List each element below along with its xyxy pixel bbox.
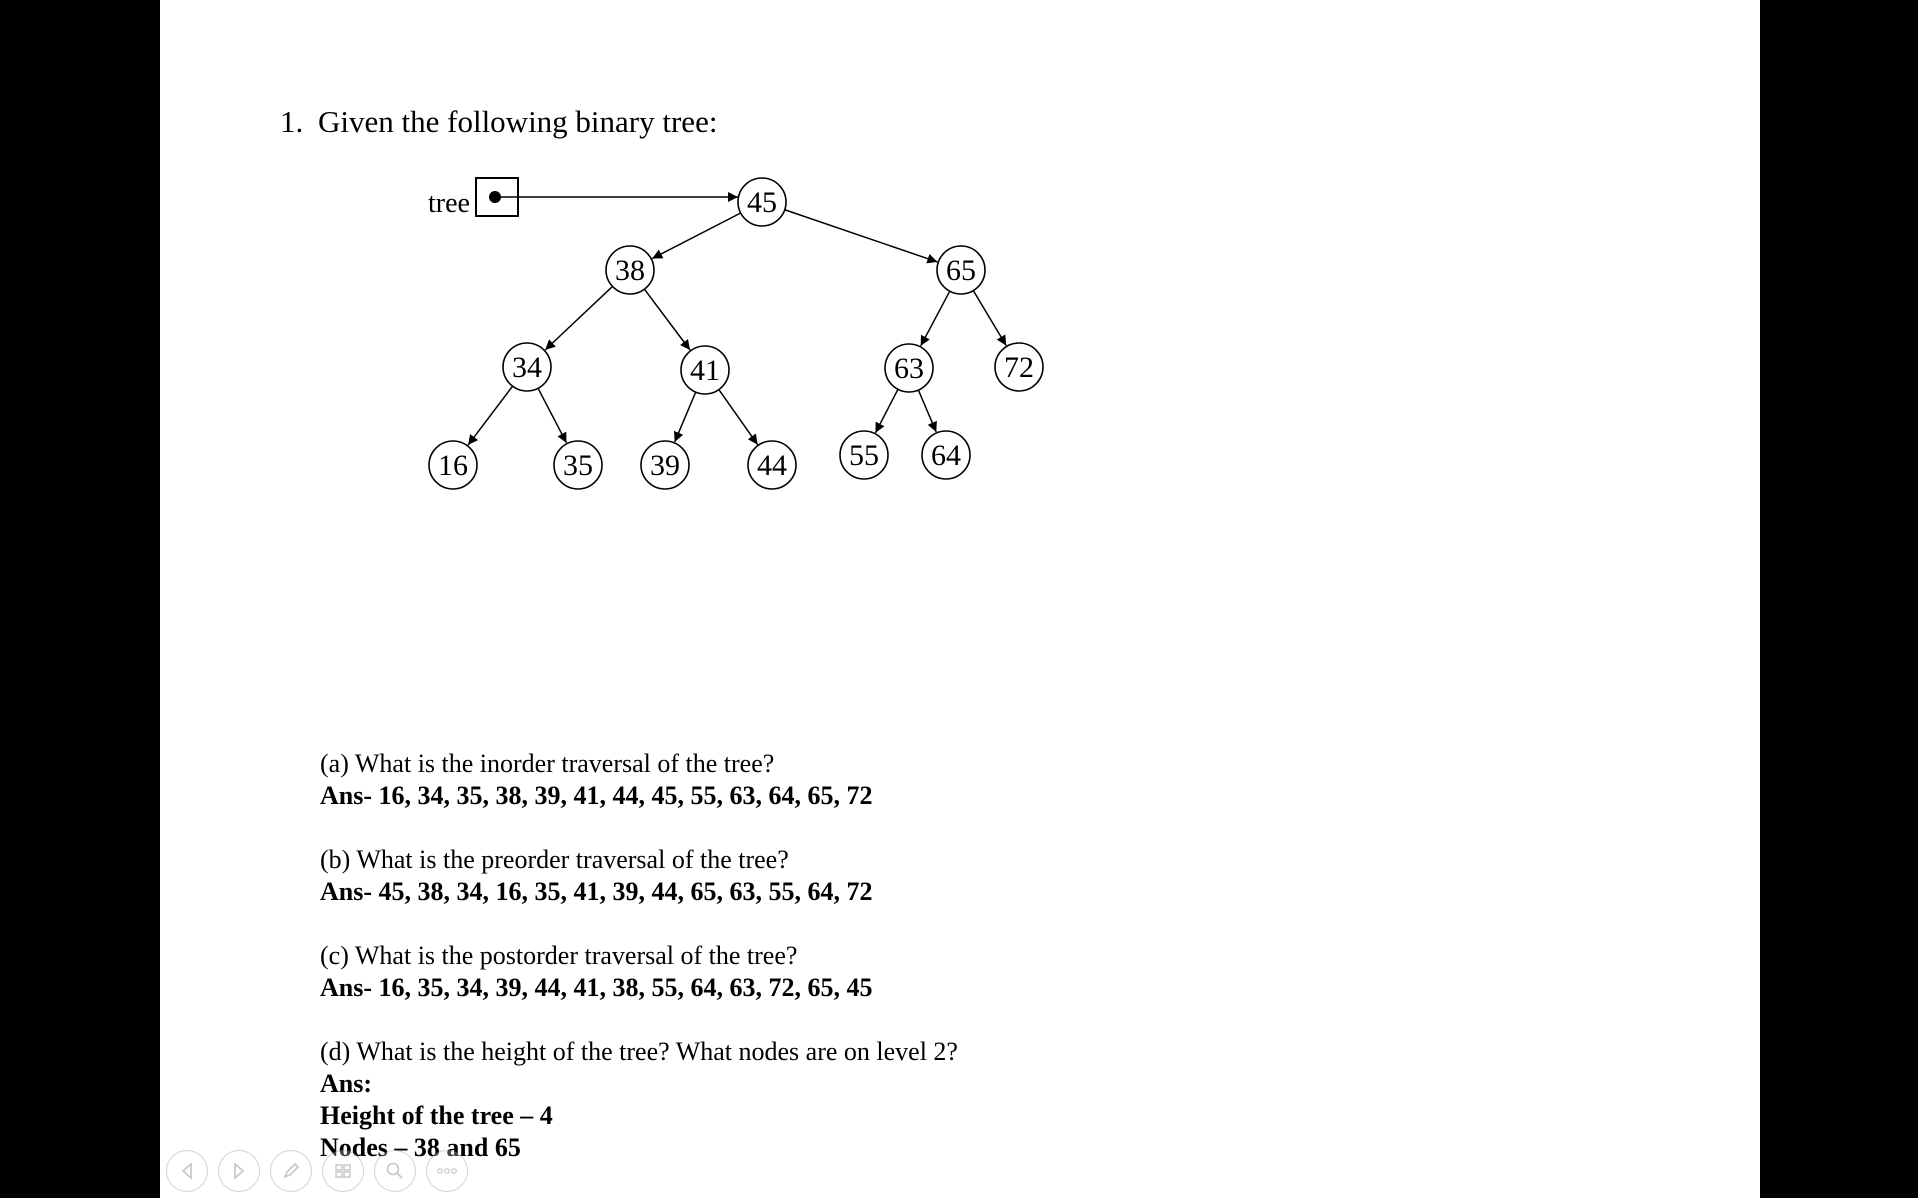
tree-node-circle bbox=[553, 440, 603, 490]
tree-node-circle bbox=[921, 430, 971, 480]
tree-node-65: 65 bbox=[936, 245, 986, 295]
more-icon bbox=[437, 1168, 457, 1174]
tree-node-circle bbox=[936, 245, 986, 295]
tree-node-key: 55 bbox=[849, 439, 879, 472]
part-a-question: (a) What is the inorder traversal of the… bbox=[320, 749, 775, 778]
part-d-answer-label: Ans: bbox=[320, 1069, 373, 1098]
tree-edge-65-72 bbox=[972, 290, 1007, 346]
tree-node-circle bbox=[605, 245, 655, 295]
pen-icon bbox=[283, 1162, 300, 1179]
tree-node-key: 45 bbox=[747, 186, 777, 219]
part-d-height-answer: Height of the tree – 4 bbox=[320, 1101, 553, 1130]
part-a: (a) What is the inorder traversal of the… bbox=[320, 748, 873, 812]
slideshow-navigation bbox=[166, 1150, 468, 1194]
tree-node-35: 35 bbox=[553, 440, 603, 490]
tree-node-key: 16 bbox=[438, 449, 468, 482]
tree-node-key: 34 bbox=[512, 351, 542, 384]
part-d-question: (d) What is the height of the tree? What… bbox=[320, 1037, 958, 1066]
zoom-icon bbox=[386, 1162, 403, 1179]
part-b-answer: Ans- 45, 38, 34, 16, 35, 41, 39, 44, 65,… bbox=[320, 877, 873, 906]
tree-node-45: 45 bbox=[737, 177, 787, 227]
tree-node-63: 63 bbox=[884, 343, 934, 393]
tree-node-circle bbox=[680, 345, 730, 395]
tree-edge-63-55 bbox=[874, 388, 899, 434]
tree-node-41: 41 bbox=[680, 345, 730, 395]
tree-node-key: 44 bbox=[757, 449, 787, 482]
tree-node-circle bbox=[994, 342, 1044, 392]
part-b-question: (b) What is the preorder traversal of th… bbox=[320, 845, 789, 874]
tree-edges bbox=[467, 209, 1007, 446]
tree-node-circle bbox=[839, 430, 889, 480]
part-b: (b) What is the preorder traversal of th… bbox=[320, 844, 873, 908]
question-text: Given the following binary tree: bbox=[318, 104, 718, 139]
binary-tree-diagram: 45 38 65 34 41 63 72 16 35 39 44 55 64 bbox=[428, 177, 1044, 490]
previous-slide-button[interactable] bbox=[166, 1150, 208, 1192]
tree-node-64: 64 bbox=[921, 430, 971, 480]
tree-node-key: 35 bbox=[563, 449, 593, 482]
question-number: 1. bbox=[280, 104, 304, 139]
tree-edge-34-16 bbox=[467, 385, 514, 446]
tree-pointer-dot bbox=[489, 191, 501, 203]
more-options-button[interactable] bbox=[426, 1150, 468, 1192]
tree-edge-45-38 bbox=[651, 212, 742, 260]
tree-node-circle bbox=[737, 177, 787, 227]
tree-node-key: 38 bbox=[615, 254, 645, 287]
tree-node-key: 63 bbox=[894, 352, 924, 385]
part-c-question: (c) What is the postorder traversal of t… bbox=[320, 941, 798, 970]
tree-node-16: 16 bbox=[428, 440, 478, 490]
tree-edge-41-39 bbox=[673, 391, 697, 443]
tree-node-circle bbox=[884, 343, 934, 393]
tree-node-44: 44 bbox=[747, 440, 797, 490]
tree-edge-63-64 bbox=[917, 389, 937, 433]
tree-node-34: 34 bbox=[502, 342, 552, 392]
tree-node-39: 39 bbox=[640, 440, 690, 490]
part-c-answer: Ans- 16, 35, 34, 39, 44, 41, 38, 55, 64,… bbox=[320, 973, 873, 1002]
tree-node-key: 65 bbox=[946, 254, 976, 287]
tree-node-circle bbox=[640, 440, 690, 490]
tree-node-55: 55 bbox=[839, 430, 889, 480]
tree-edge-34-35 bbox=[537, 387, 568, 444]
tree-node-72: 72 bbox=[994, 342, 1044, 392]
next-icon bbox=[234, 1162, 245, 1180]
tree-node-circle bbox=[747, 440, 797, 490]
next-slide-button[interactable] bbox=[218, 1150, 260, 1192]
part-d: (d) What is the height of the tree? What… bbox=[320, 1036, 958, 1164]
pen-tool-button[interactable] bbox=[270, 1150, 312, 1192]
tree-pointer-label: tree bbox=[428, 188, 470, 219]
tree-edge-65-63 bbox=[920, 290, 951, 347]
tree-edge-38-34 bbox=[544, 285, 614, 351]
tree-node-38: 38 bbox=[605, 245, 655, 295]
tree-edge-45-65 bbox=[784, 209, 938, 264]
zoom-button[interactable] bbox=[374, 1150, 416, 1192]
tree-node-key: 64 bbox=[931, 439, 961, 472]
tree-edge-38-41 bbox=[643, 288, 691, 351]
see-all-slides-button[interactable] bbox=[322, 1150, 364, 1192]
question-heading: 1. Given the following binary tree: bbox=[280, 104, 717, 140]
part-a-answer: Ans- 16, 34, 35, 38, 39, 41, 44, 45, 55,… bbox=[320, 781, 873, 810]
tree-node-circle bbox=[428, 440, 478, 490]
tree-node-key: 39 bbox=[650, 449, 680, 482]
slide-page: 1. Given the following binary tree: 45 38 6… bbox=[160, 0, 1760, 1198]
tree-nodes: 45 38 65 34 41 63 72 16 35 39 44 55 64 bbox=[428, 177, 1044, 490]
tree-node-circle bbox=[502, 342, 552, 392]
tree-node-key: 41 bbox=[690, 354, 720, 387]
tree-edge-41-44 bbox=[718, 389, 759, 446]
tree-node-key: 72 bbox=[1004, 351, 1034, 384]
part-c: (c) What is the postorder traversal of t… bbox=[320, 940, 873, 1004]
slides-icon bbox=[335, 1164, 351, 1178]
previous-icon bbox=[181, 1162, 192, 1180]
